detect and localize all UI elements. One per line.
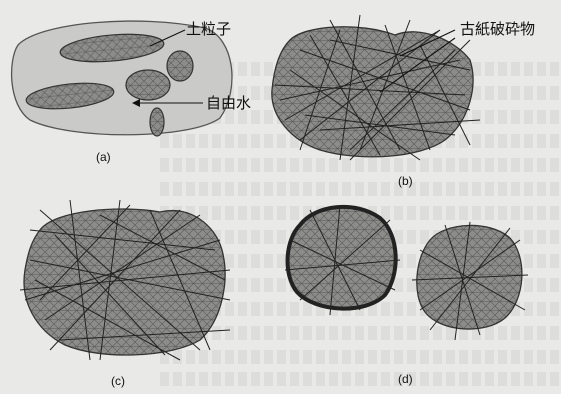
panel-d xyxy=(285,205,528,340)
panel-b xyxy=(272,15,480,160)
granule-left xyxy=(288,207,396,309)
soil-particle xyxy=(126,70,170,100)
soil-particle xyxy=(150,108,164,136)
panel-a xyxy=(12,21,232,136)
soil-particle xyxy=(167,51,193,81)
label-soil-particle: 土粒子 xyxy=(186,20,231,38)
label-paper-fragments: 古紙破砕物 xyxy=(460,20,535,38)
caption-a: (a) xyxy=(96,150,111,164)
panel-c xyxy=(20,200,230,360)
caption-d: (d) xyxy=(398,372,413,386)
caption-b: (b) xyxy=(398,174,413,188)
label-free-water: 自由水 xyxy=(206,94,251,112)
caption-c: (c) xyxy=(111,374,125,388)
soil-cluster xyxy=(24,209,225,355)
